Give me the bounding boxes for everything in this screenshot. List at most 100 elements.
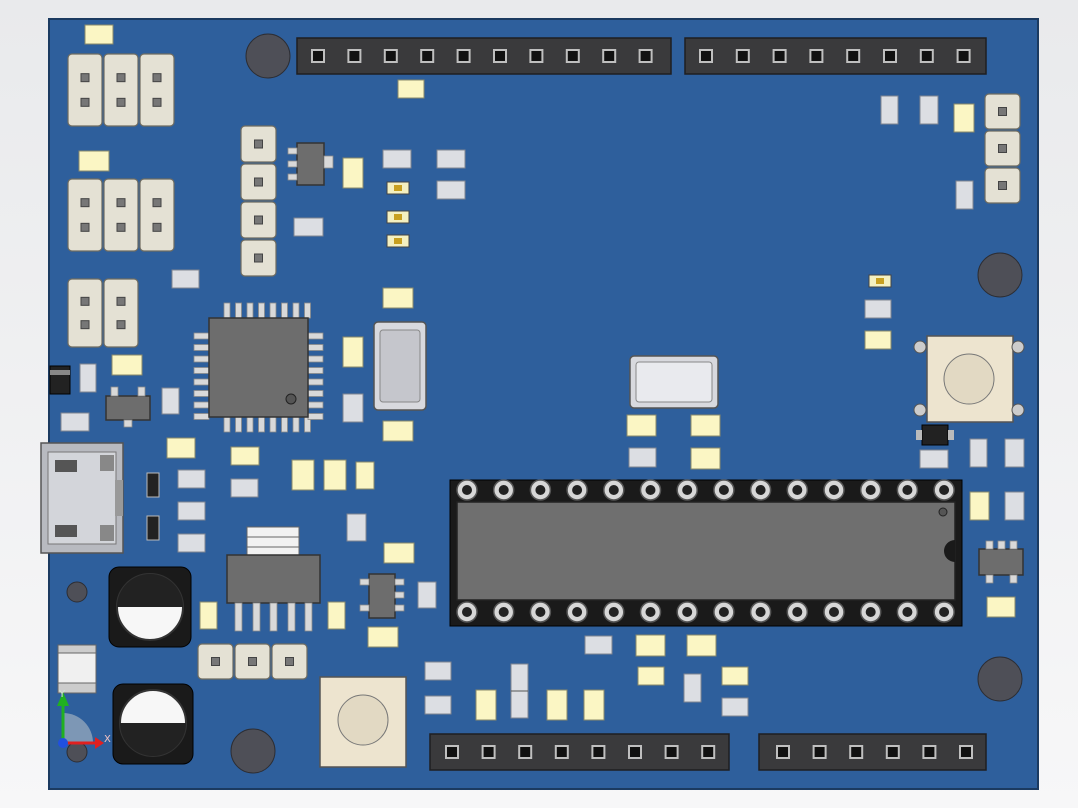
header-pin [311,49,325,63]
jumper-pin [152,73,162,83]
electrolytic-capacitor-lower [112,683,194,765]
smd-component [953,103,975,133]
header-pin [347,49,362,63]
smd-component [342,157,364,189]
crystal-oscillator-horizontal [629,355,719,409]
smd-component [417,581,437,609]
dip-ic-chip [456,501,956,601]
sot-ic-4 [978,540,1024,584]
jumper-pin [80,222,90,232]
smd-component [955,180,974,210]
header-pin [420,49,435,63]
jumper-cell [103,53,139,127]
jumper-cell [139,178,175,252]
jumper-pin [254,139,263,149]
jumper-cell [139,53,175,127]
small-diodes-usb [146,472,160,541]
jumper-block-middle[interactable] [67,178,175,252]
jumper-block-top[interactable] [67,53,175,127]
header-pin [664,745,679,759]
smd-component [969,491,990,521]
smd-component [177,501,206,521]
jumper-pin [254,253,263,263]
crystal-oscillator-vertical [373,321,427,411]
jumper-pin [80,296,90,306]
header-pin [772,49,787,63]
smd-component [436,149,466,169]
qfp-microcontroller[interactable] [193,302,324,433]
jumper-pin [254,177,263,187]
header-pin [846,49,861,63]
header-top-left[interactable] [296,37,672,75]
header-top-right[interactable] [684,37,987,75]
smd-component [969,438,988,468]
header-pin [493,49,507,63]
header-pin [699,49,713,63]
usb-connector[interactable] [40,442,124,554]
header-pin [849,745,864,759]
jumper-pin [998,107,1007,116]
smd-component [635,634,666,657]
smd-component [79,363,97,393]
push-button-bottom[interactable] [319,676,407,768]
smd-component [111,354,143,376]
smd-component [397,79,425,99]
header-pin [638,49,653,63]
smd-component [293,217,324,237]
diode-right [916,424,954,446]
header-pin [591,745,606,759]
smd-component [171,269,200,289]
smd-component [342,336,364,368]
jumper-pin [248,657,257,666]
smd-component [1004,438,1025,468]
dip-socket-28-pin[interactable] [449,479,963,627]
jumper-pin [80,97,90,107]
smd-component [919,449,949,469]
smd-component [291,459,315,491]
header-pin [959,745,973,759]
smd-component [628,447,657,468]
jumper-vertical-center[interactable] [240,125,277,277]
jumper-pin [80,198,90,208]
smd-component [382,287,414,309]
header-pin [776,745,790,759]
smd-component [864,299,892,319]
sot-ic-1 [287,142,334,186]
jumper-cell [67,53,103,127]
reset-button-right[interactable] [913,335,1025,423]
voltage-regulator [226,526,321,632]
smd-component [166,437,196,459]
header-pin [383,49,398,63]
header-pin [735,49,750,63]
smd-component [626,414,657,437]
sot-ic-2 [105,386,151,428]
smd-component [342,393,364,423]
smd-component [78,150,110,172]
header-pin [529,49,544,63]
header-bottom-left[interactable] [429,733,730,771]
smd-component [355,461,375,490]
jumper-right-vertical[interactable] [984,93,1021,204]
smd-component [199,601,218,630]
smd-component [637,666,665,686]
jumper-bottom-row[interactable] [197,643,308,680]
smd-component [1004,491,1025,521]
smd-component [690,447,721,470]
header-pin [628,745,642,759]
axis-triad: Y X [57,689,111,749]
header-pin [922,745,937,759]
axis-x-label: X [104,734,111,745]
smd-component [686,634,717,657]
jumper-pin [116,73,126,83]
header-bottom-right[interactable] [758,733,987,771]
header-pin [481,745,496,759]
jumper-block-low[interactable] [67,278,139,348]
smd-passives [57,24,1025,721]
smd-component [382,149,412,169]
electrolytic-capacitor-upper [108,566,192,648]
header-pin [445,745,459,759]
smd-component [683,673,702,703]
jumper-pin [152,198,162,208]
header-pin [919,49,934,63]
